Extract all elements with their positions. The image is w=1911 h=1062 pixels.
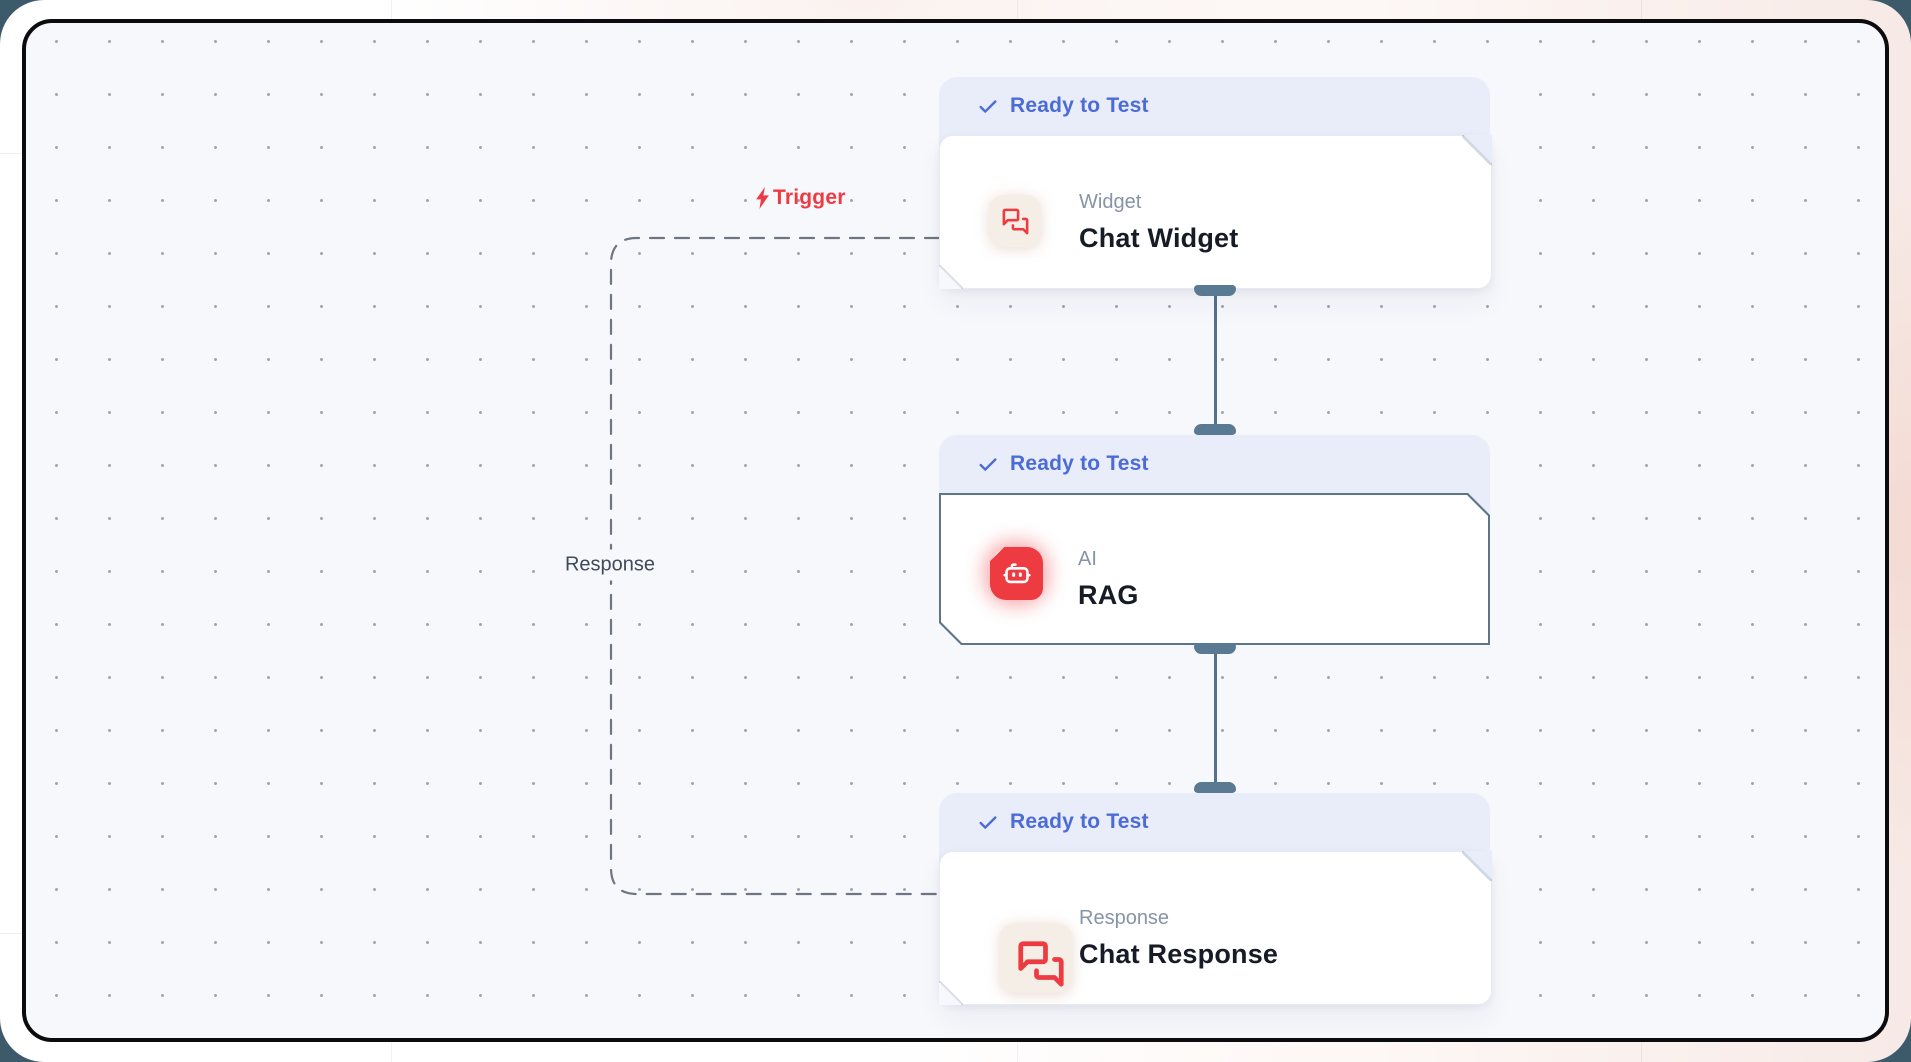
connector-widget-to-rag[interactable] [1214, 287, 1217, 435]
corner-notch [1462, 851, 1492, 881]
node-category: Widget [1079, 191, 1142, 213]
status-badge-text: Ready to Test [1010, 94, 1149, 117]
chat-bubbles-icon [1018, 941, 1064, 987]
status-badge-text: Ready to Test [1010, 810, 1149, 833]
check-icon [979, 100, 997, 113]
robot-icon [1000, 557, 1034, 591]
node-icon-tile [990, 547, 1043, 600]
connector-rag-to-response[interactable] [1214, 645, 1217, 793]
corner-bl [939, 981, 963, 1005]
target-handle-rag[interactable] [1194, 424, 1236, 435]
trigger-edge-text: Trigger [773, 186, 846, 209]
response-edge-label: Response [558, 549, 662, 581]
corner-notch [939, 265, 963, 289]
node-title: RAG [1078, 580, 1139, 610]
lightning-icon [756, 187, 769, 209]
node-chat-widget[interactable]: Widget Chat Widget [939, 135, 1492, 289]
node-icon-tile [989, 195, 1041, 247]
response-loop-edge[interactable] [26, 23, 1877, 1030]
check-icon [979, 816, 997, 829]
node-title: Chat Widget [1079, 223, 1239, 253]
background-divider [0, 933, 22, 934]
background-divider [0, 153, 22, 154]
target-handle-chat-response[interactable] [1194, 782, 1236, 793]
node-category: AI [1078, 548, 1097, 570]
status-badge-text: Ready to Test [1010, 452, 1149, 475]
check-icon [979, 458, 997, 471]
trigger-edge-label: Trigger [754, 186, 846, 210]
source-handle-chat-widget[interactable] [1194, 285, 1236, 296]
corner-notch [1462, 135, 1492, 165]
chat-bubbles-icon [1002, 208, 1028, 234]
flow-canvas[interactable]: Trigger Response Ready to Test Widget Ch… [22, 19, 1889, 1042]
source-handle-rag[interactable] [1194, 643, 1236, 654]
node-rag[interactable]: AI RAG [939, 493, 1490, 645]
node-category: Response [1079, 907, 1170, 929]
node-title: Chat Response [1079, 939, 1279, 969]
node-chat-response[interactable]: Response Chat Response [939, 851, 1492, 1005]
